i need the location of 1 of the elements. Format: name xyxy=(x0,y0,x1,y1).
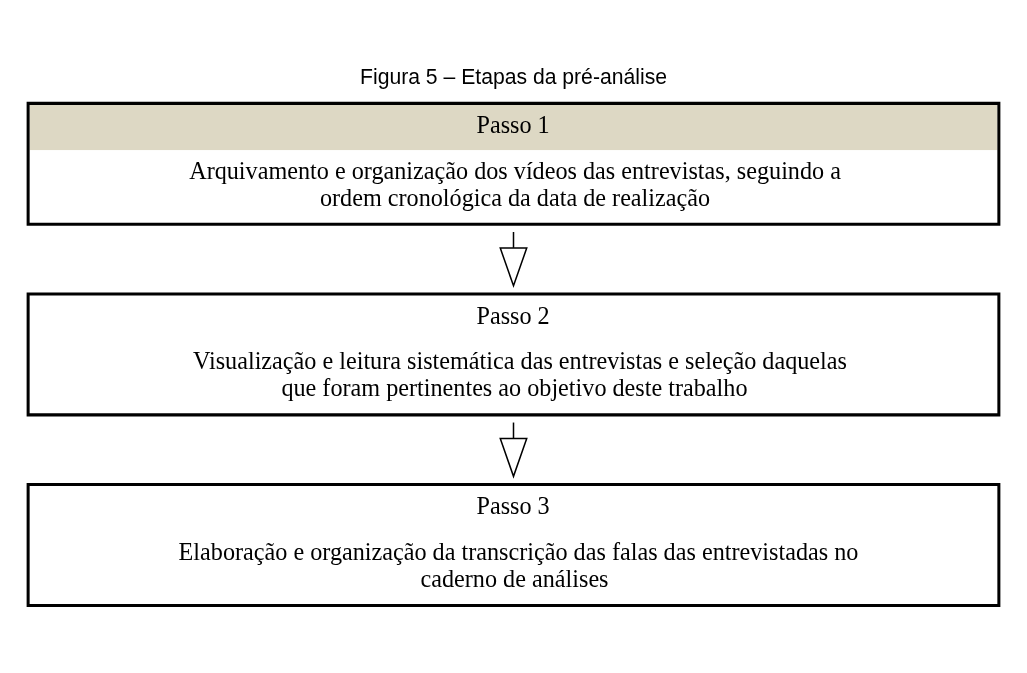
diagram-title: Figura 5 – Etapas da pré-análise xyxy=(360,64,667,88)
